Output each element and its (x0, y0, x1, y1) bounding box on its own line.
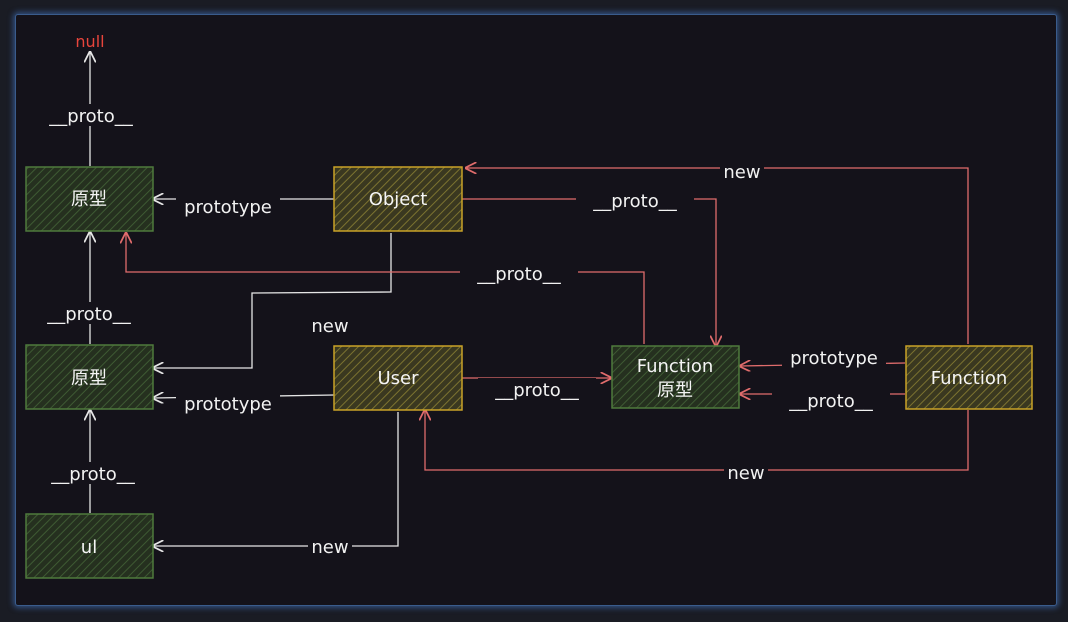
label-funcproto-proto-to-top: __proto__ (476, 264, 562, 285)
label-function-proto: __proto__ (788, 391, 874, 412)
label-proto-top-to-null: __proto__ (48, 106, 134, 127)
node-ul-label: ul (81, 537, 97, 558)
label-object-prototype: prototype (184, 197, 272, 218)
node-proto-mid[interactable]: 原型 (25, 344, 154, 410)
edge-user-new (153, 412, 399, 546)
label-function-new-object: new (723, 162, 760, 183)
label-function-prototype: prototype (790, 348, 878, 369)
edge-funcproto-proto-to-top (126, 233, 645, 344)
node-function-label: Function (931, 368, 1008, 389)
node-user-label: User (377, 368, 419, 389)
label-object-proto-to-funcproto: __proto__ (592, 191, 678, 212)
node-function-proto-label-line2: 原型 (657, 380, 693, 401)
node-user[interactable]: User (333, 345, 463, 411)
node-function[interactable]: Function (905, 345, 1033, 410)
node-proto-top-label: 原型 (71, 189, 107, 210)
node-object-label: Object (369, 189, 428, 210)
label-ul-to-proto-mid: __proto__ (50, 464, 136, 485)
label-user-prototype: prototype (184, 394, 272, 415)
edge-function-new-user (425, 410, 969, 471)
edge-function-new-object (466, 168, 969, 344)
node-proto-top[interactable]: 原型 (25, 166, 154, 232)
label-ul-new: new (311, 537, 348, 558)
label-user-proto-to-funcproto: __proto__ (494, 380, 580, 401)
label-function-new-user: new (727, 463, 764, 484)
null-label: null (75, 32, 104, 51)
node-object[interactable]: Object (333, 166, 463, 232)
canvas-frame (15, 14, 1057, 606)
node-proto-mid-label: 原型 (71, 368, 107, 389)
label-object-new: new (311, 316, 348, 337)
node-function-proto[interactable]: Function 原型 (611, 345, 740, 409)
edge-object-proto-to-funcproto (462, 198, 716, 346)
label-proto-mid-to-top: __proto__ (46, 304, 132, 325)
node-ul[interactable]: ul (25, 513, 154, 579)
node-function-proto-label-line1: Function (637, 356, 714, 377)
